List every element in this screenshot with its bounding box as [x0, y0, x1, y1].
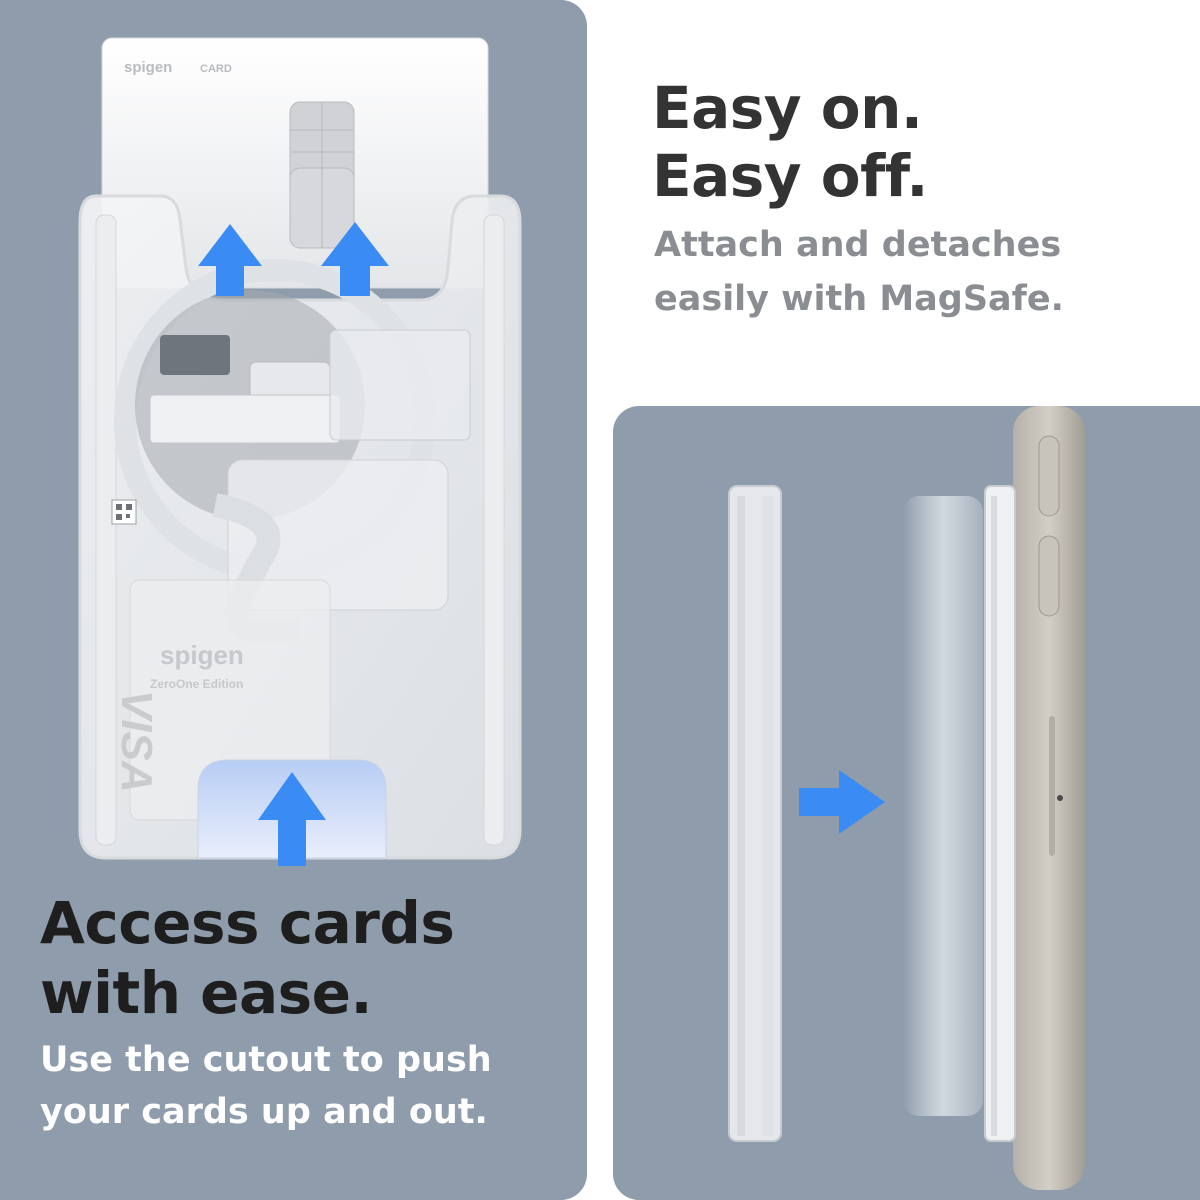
subtext-line: Use the cutout to push [40, 1040, 492, 1080]
heading-easy-on-off: Easy on. Easy off. [652, 74, 928, 210]
heading-access-cards: Access cards with ease. [40, 888, 455, 1028]
heading-line: with ease. [40, 959, 373, 1027]
card-brand-main: spigen [160, 640, 244, 670]
heading-line: Easy on. [652, 74, 923, 142]
left-panel: spigen CARD [0, 0, 587, 1200]
arrow-icon [198, 222, 389, 866]
subtext-line: your cards up and out. [40, 1092, 488, 1132]
subtext-cutout: Use the cutout to push your cards up and… [40, 1034, 492, 1138]
card-holder-detached [728, 485, 782, 1142]
phone-attach-illustration [728, 406, 1085, 1190]
card-holder-motion [903, 496, 983, 1116]
card-brand-top: spigen [124, 59, 172, 76]
subtext-line: easily with MagSafe. [654, 279, 1064, 319]
card-network: VISA [112, 690, 161, 793]
card-holder-attached [984, 485, 1016, 1142]
card-edition: ZeroOne Edition [150, 677, 243, 691]
card-chip [289, 101, 355, 249]
card-brand-top-suffix: CARD [200, 63, 232, 75]
subtext-line: Attach and detaches [654, 225, 1062, 265]
subtext-magsafe: Attach and detaches easily with MagSafe. [654, 218, 1064, 326]
heading-line: Access cards [40, 889, 455, 957]
right-panel [613, 406, 1200, 1200]
heading-line: Easy off. [652, 142, 928, 210]
qr-code-icon [111, 499, 137, 525]
arrow-icon [799, 770, 885, 834]
card-holder-illustration: spigen CARD [78, 37, 522, 866]
